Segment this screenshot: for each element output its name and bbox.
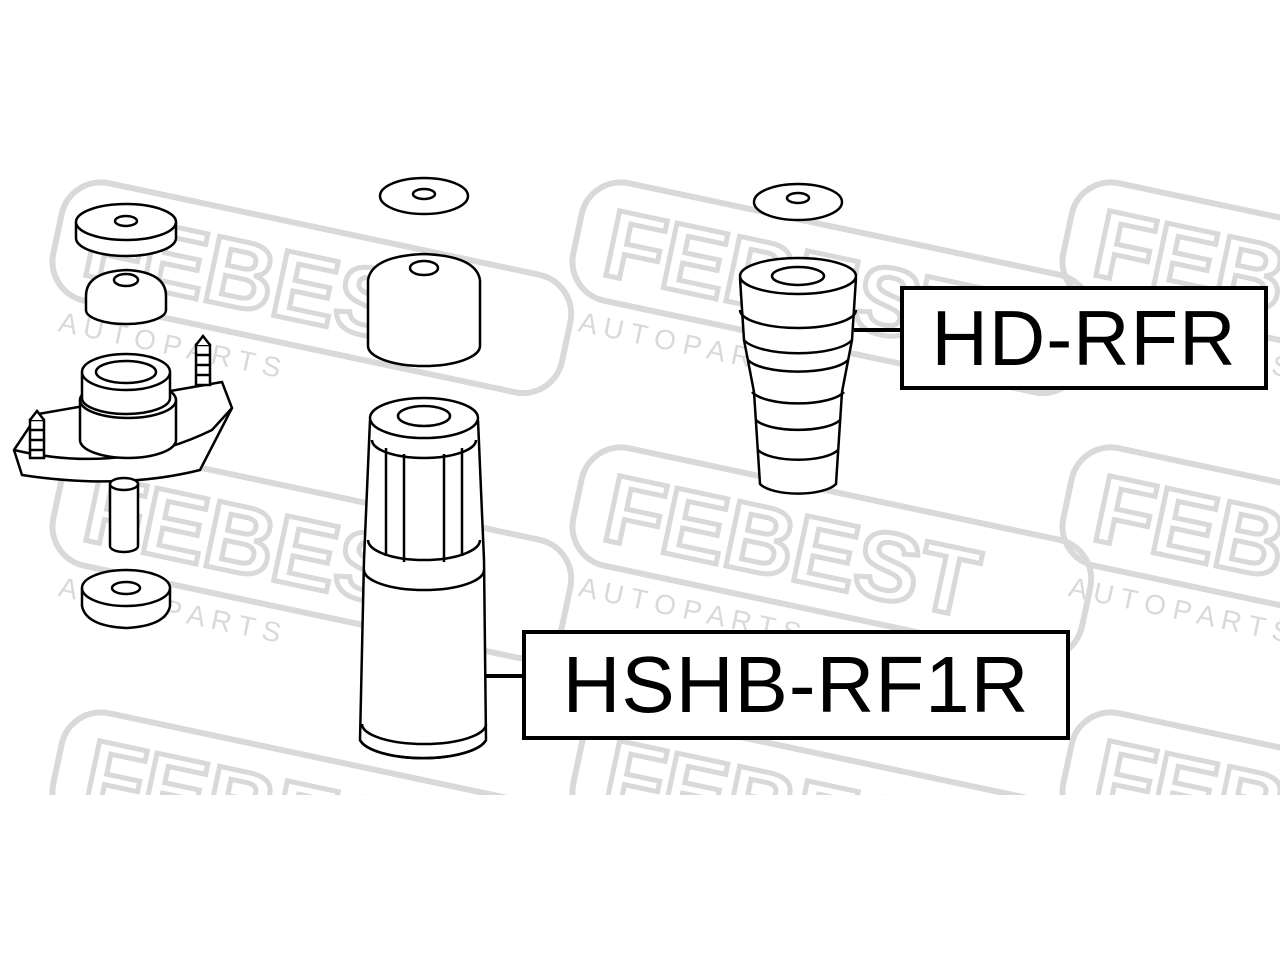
spacer-sleeve — [108, 476, 140, 554]
dust-boot[interactable] — [358, 396, 488, 760]
bottom-margin — [0, 795, 1280, 960]
middle-bump-cap — [366, 252, 482, 368]
upper-washer — [74, 202, 178, 258]
mount-base-plate — [12, 333, 234, 483]
right-bumpstop-assembly — [738, 182, 902, 495]
right-washer — [752, 182, 844, 222]
bump-stop[interactable] — [738, 256, 858, 495]
middle-boot-assembly — [358, 176, 524, 760]
part-number-label-hshb-rf1r[interactable]: HSHB-RF1R — [522, 630, 1070, 740]
part-number-label-hd-rfr[interactable]: HD-RFR — [900, 286, 1268, 390]
watermark-tile: FEBEST A U T O P A R T S — [1059, 444, 1280, 662]
upper-bushing — [84, 268, 168, 326]
lower-bushing — [80, 568, 172, 630]
left-mount-assembly — [12, 202, 234, 630]
middle-washer — [378, 176, 470, 216]
